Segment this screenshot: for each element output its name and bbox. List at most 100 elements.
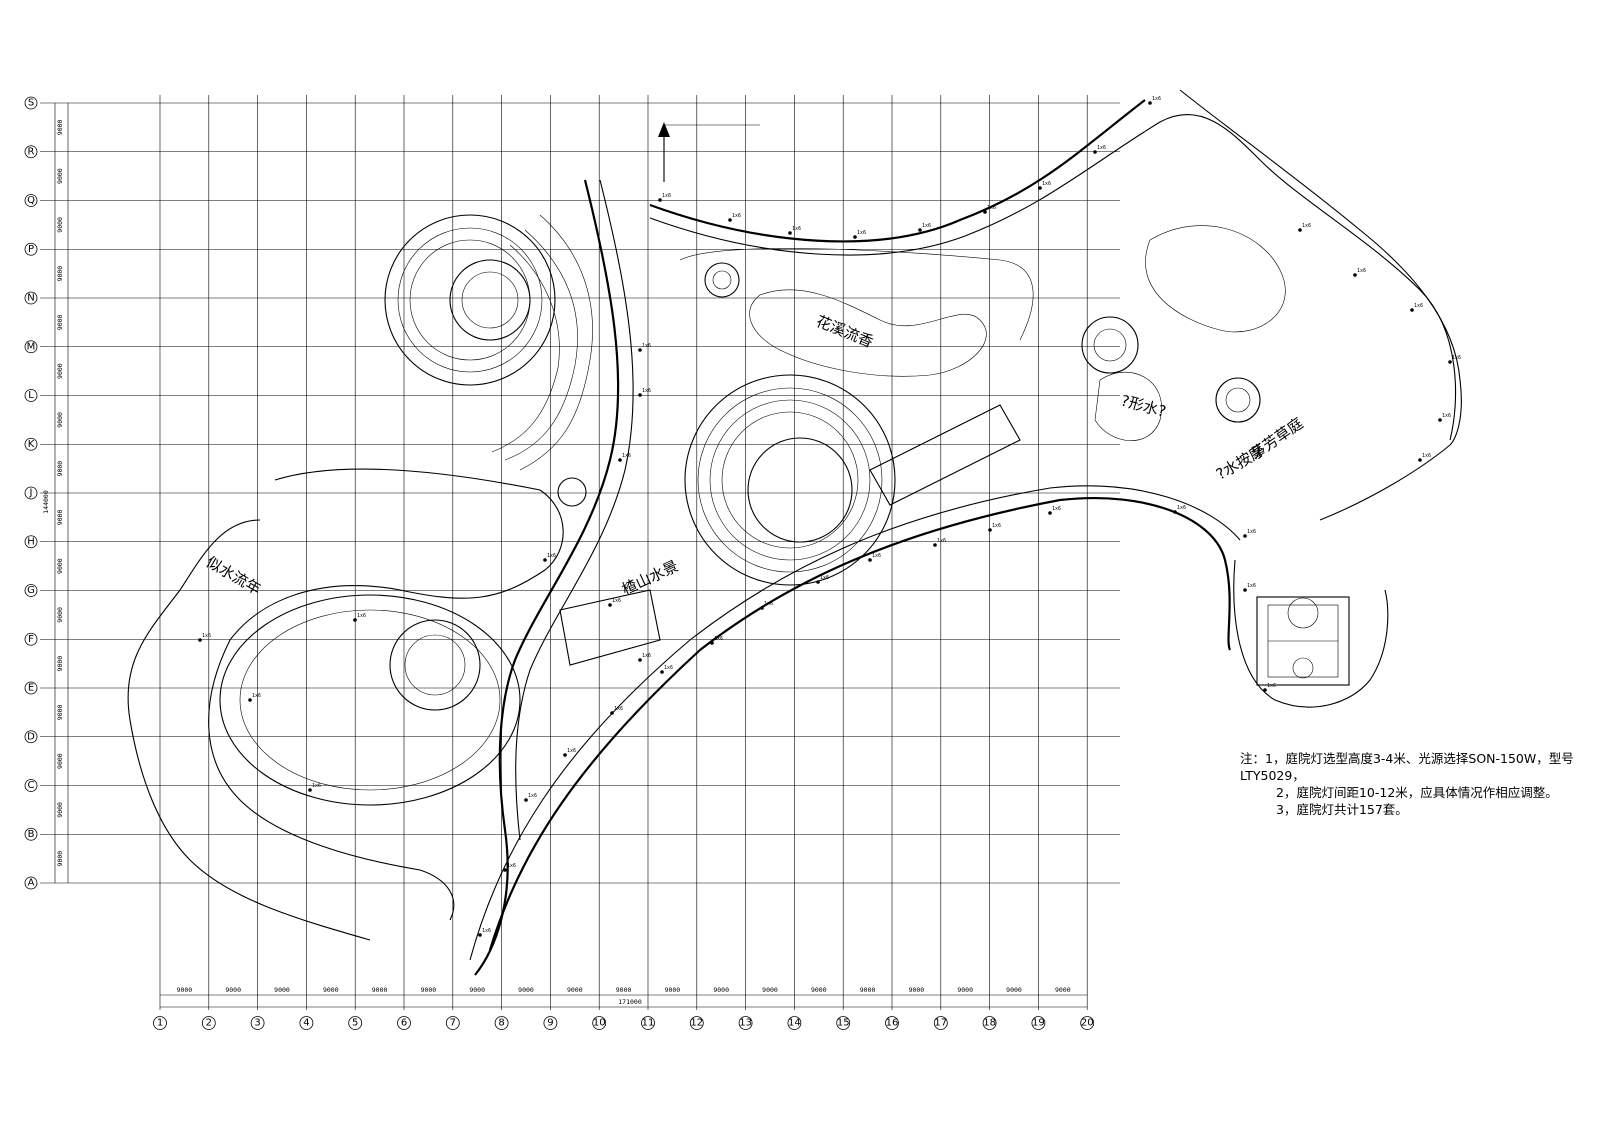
garden-lamp: 1x6 xyxy=(1353,268,1366,277)
garden-lamp: 1x6 xyxy=(308,783,321,792)
row-bubble-label: M xyxy=(27,341,36,352)
column-bubble: 12 xyxy=(689,1016,704,1030)
row-bubble-label: J xyxy=(29,488,33,499)
column-spacing-label: 9000 xyxy=(1006,986,1022,994)
garden-lamp: 1x6 xyxy=(1448,355,1461,364)
column-bubble: 19 xyxy=(1031,1016,1046,1030)
row-bubble-label: C xyxy=(28,780,35,791)
note-item-1: 1，庭院灯选型高度3-4米、光源选择SON-150W，型号 xyxy=(1265,751,1574,766)
row-bubble: A xyxy=(24,876,38,890)
garden-lamp: 1x6 xyxy=(610,706,623,715)
row-spacing-label: 9000 xyxy=(56,753,64,769)
garden-lamp-label: 1x6 xyxy=(732,213,741,219)
garden-lamp-label: 1x6 xyxy=(922,223,931,229)
row-bubble: N xyxy=(24,291,38,305)
garden-lamp: 1x6 xyxy=(638,653,651,662)
column-bubble-label: 18 xyxy=(983,1018,996,1029)
row-bubble: E xyxy=(24,681,38,695)
row-bubble-label: F xyxy=(28,634,34,645)
column-bubble: 16 xyxy=(885,1016,899,1030)
garden-lamp: 1x6 xyxy=(1048,506,1061,515)
garden-lamp: 1x6 xyxy=(638,343,651,352)
garden-lamp: 1x6 xyxy=(788,226,801,235)
column-bubble: 15 xyxy=(836,1016,851,1030)
note-line-1: 注：1，庭院灯选型高度3-4米、光源选择SON-150W，型号 xyxy=(1240,750,1590,767)
column-spacing-label: 9000 xyxy=(469,986,485,994)
site-outlines xyxy=(127,89,1462,976)
row-bubble: J xyxy=(24,486,38,500)
garden-lamp: 1x6 xyxy=(660,665,673,674)
column-bubble: 8 xyxy=(494,1016,509,1030)
garden-lamp-label: 1x6 xyxy=(202,633,211,639)
column-spacing-label: 9000 xyxy=(616,986,632,994)
column-spacing-label: 9000 xyxy=(665,986,681,994)
row-spacing-label: 9000 xyxy=(56,217,64,233)
row-bubble-label: P xyxy=(28,244,34,255)
column-bubble-label: 8 xyxy=(498,1018,504,1029)
row-spacing-label: 9000 xyxy=(56,314,64,330)
garden-lamp: 1x6 xyxy=(853,230,866,239)
row-bubble: H xyxy=(24,535,38,549)
garden-lamp-label: 1x6 xyxy=(987,205,996,211)
column-bubble: 3 xyxy=(250,1016,265,1030)
garden-lamp-label: 1x6 xyxy=(764,601,773,607)
garden-lamp: 1x6 xyxy=(658,193,671,202)
garden-lamp-label: 1x6 xyxy=(1422,453,1431,459)
column-spacing-label: 9000 xyxy=(957,986,973,994)
garden-lamp-label: 1x6 xyxy=(482,928,491,934)
garden-lamp: 1x6 xyxy=(710,636,723,645)
column-bubble-label: 14 xyxy=(788,1018,801,1029)
column-bubble-label: 7 xyxy=(450,1018,456,1029)
zone-label-huaxi: 花溪流香 xyxy=(814,312,876,351)
garden-lamp-label: 1x6 xyxy=(507,863,516,869)
row-bubble: Q xyxy=(24,194,38,207)
garden-lamp: 1x6 xyxy=(816,575,829,584)
zone-labels: 似水流年 楂山水景 花溪流香 茅芳草庭 ?形水? ?水按摩 xyxy=(203,312,1306,599)
row-bubble: D xyxy=(24,730,38,744)
row-bubble: B xyxy=(24,827,38,841)
garden-lamp: 1x6 xyxy=(728,213,741,222)
garden-lamp: 1x6 xyxy=(1038,181,1051,190)
garden-lamp-label: 1x6 xyxy=(614,706,623,712)
column-bubble-label: 3 xyxy=(254,1018,260,1029)
zone-label-shuianmo: ?水按摩 xyxy=(1213,441,1268,483)
garden-lamp-label: 1x6 xyxy=(612,598,621,604)
garden-lamp: 1x6 xyxy=(983,205,996,214)
total-height-label: 144000 xyxy=(42,490,50,514)
row-bubble-label: D xyxy=(27,731,35,742)
garden-lamp: 1x6 xyxy=(1148,96,1161,105)
column-bubble-label: 9 xyxy=(547,1018,553,1029)
row-bubble-label: L xyxy=(28,390,34,401)
column-bubble: 13 xyxy=(738,1016,753,1030)
garden-lamp-label: 1x6 xyxy=(1267,683,1276,689)
row-bubble: P xyxy=(24,242,38,256)
garden-lamp-label: 1x6 xyxy=(312,783,321,789)
column-spacing-label: 9000 xyxy=(274,986,290,994)
column-spacing-label: 9000 xyxy=(1055,986,1071,994)
row-bubble: G xyxy=(24,584,38,597)
column-bubble: 4 xyxy=(299,1016,314,1030)
row-bubble-label: H xyxy=(27,536,35,547)
row-spacing-label: 9000 xyxy=(56,412,64,428)
garden-lamp-label: 1x6 xyxy=(528,793,537,799)
garden-lamp: 1x6 xyxy=(918,223,931,232)
garden-lamp-label: 1x6 xyxy=(1097,145,1106,151)
garden-lamp-label: 1x6 xyxy=(622,453,631,459)
row-bubble: L xyxy=(24,389,38,402)
garden-lamp: 1x6 xyxy=(1263,683,1276,692)
garden-lamp-label: 1x6 xyxy=(357,613,366,619)
column-spacing-label: 9000 xyxy=(909,986,925,994)
garden-lamp: 1x6 xyxy=(543,553,556,562)
garden-lamp: 1x6 xyxy=(1418,453,1431,462)
row-bubble-label: E xyxy=(28,683,34,694)
row-bubble-label: K xyxy=(28,439,35,450)
row-bubble-label: Q xyxy=(27,195,35,206)
garden-lamp: 1x6 xyxy=(248,693,261,702)
garden-lamp: 1x6 xyxy=(638,388,651,397)
garden-lamp-label: 1x6 xyxy=(642,388,651,394)
garden-lamp-label: 1x6 xyxy=(857,230,866,236)
note-item-2: 2，庭院灯间距10-12米，应具体情况作相应调整。 xyxy=(1276,785,1558,800)
garden-lamp-label: 1x6 xyxy=(1414,303,1423,309)
garden-lamp: 1x6 xyxy=(1298,223,1311,232)
row-spacing-label: 9000 xyxy=(56,656,64,672)
